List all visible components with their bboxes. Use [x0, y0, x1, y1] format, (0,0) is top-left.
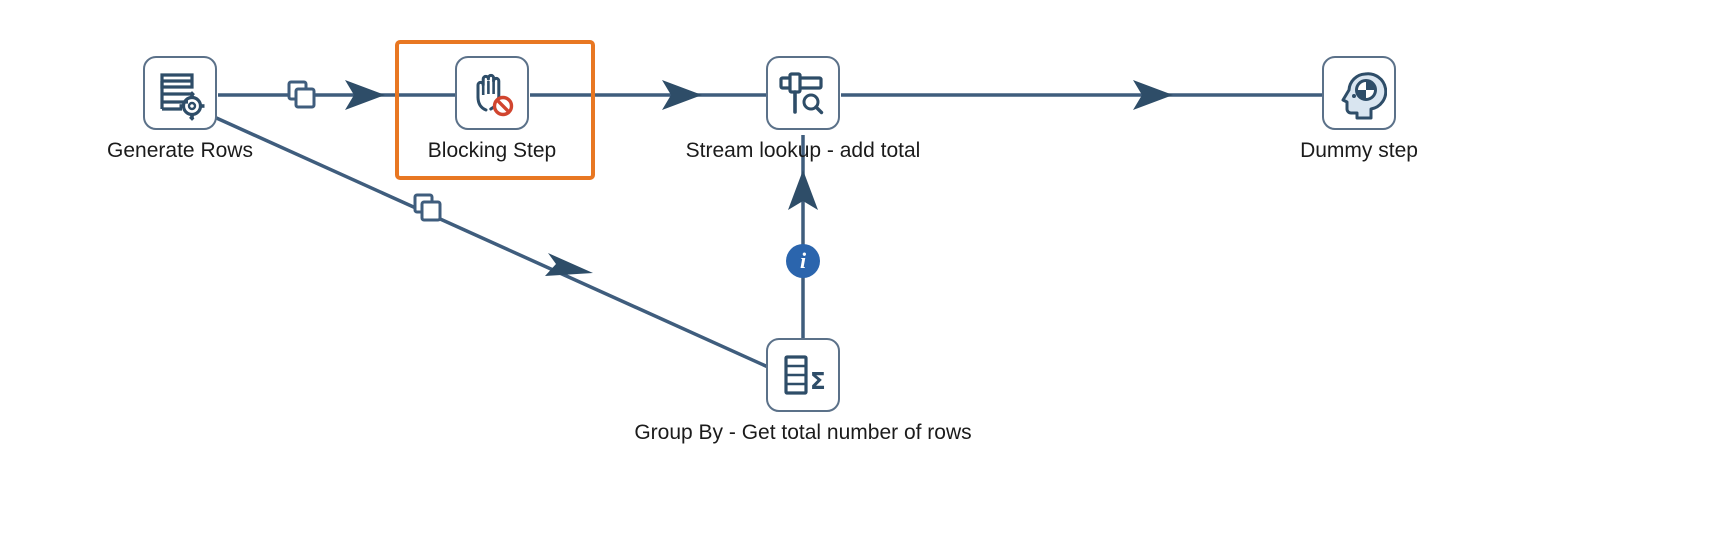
step-label: Stream lookup - add total	[685, 139, 921, 162]
copy-rows-icon-front	[294, 87, 316, 109]
step-icon-box[interactable]	[143, 56, 217, 130]
hop-arrowhead	[1133, 80, 1173, 110]
hop-blocking-to-stream-lookup[interactable]	[530, 80, 768, 110]
hop-generate-to-group-by[interactable]	[211, 114, 769, 369]
copy-rows-icon[interactable]	[287, 80, 316, 109]
document-gear-icon	[160, 73, 205, 121]
hammer-magnifier-icon	[779, 72, 824, 115]
hop-group-by-to-stream-lookup[interactable]	[788, 135, 818, 338]
step-icon-box[interactable]	[1322, 56, 1396, 130]
copy-rows-icon-front	[420, 200, 442, 222]
step-label: Dummy step	[1300, 139, 1418, 162]
hop-generate-to-blocking[interactable]	[218, 80, 455, 110]
step-label: Generate Rows	[107, 139, 253, 162]
hop-arrowhead	[345, 80, 385, 110]
hand-block-icon	[476, 73, 514, 117]
hop-line	[211, 114, 769, 369]
step-icon-box[interactable]	[766, 56, 840, 130]
step-icon-box[interactable]	[455, 56, 529, 130]
hop-stream-lookup-to-dummy[interactable]	[841, 80, 1323, 110]
copy-rows-icon[interactable]	[413, 193, 442, 222]
hop-arrowhead	[788, 170, 818, 210]
hop-arrowhead	[545, 253, 593, 276]
head-brain-icon	[1341, 72, 1387, 120]
step-label: Group By - Get total number of rows	[634, 421, 972, 444]
hop-arrowhead	[662, 80, 702, 110]
step-icon-box[interactable]: Σ	[766, 338, 840, 412]
svg-text:Σ: Σ	[810, 369, 826, 395]
table-sigma-icon: Σ	[784, 355, 826, 395]
info-icon[interactable]: i	[786, 244, 820, 278]
step-label: Blocking Step	[427, 139, 557, 162]
